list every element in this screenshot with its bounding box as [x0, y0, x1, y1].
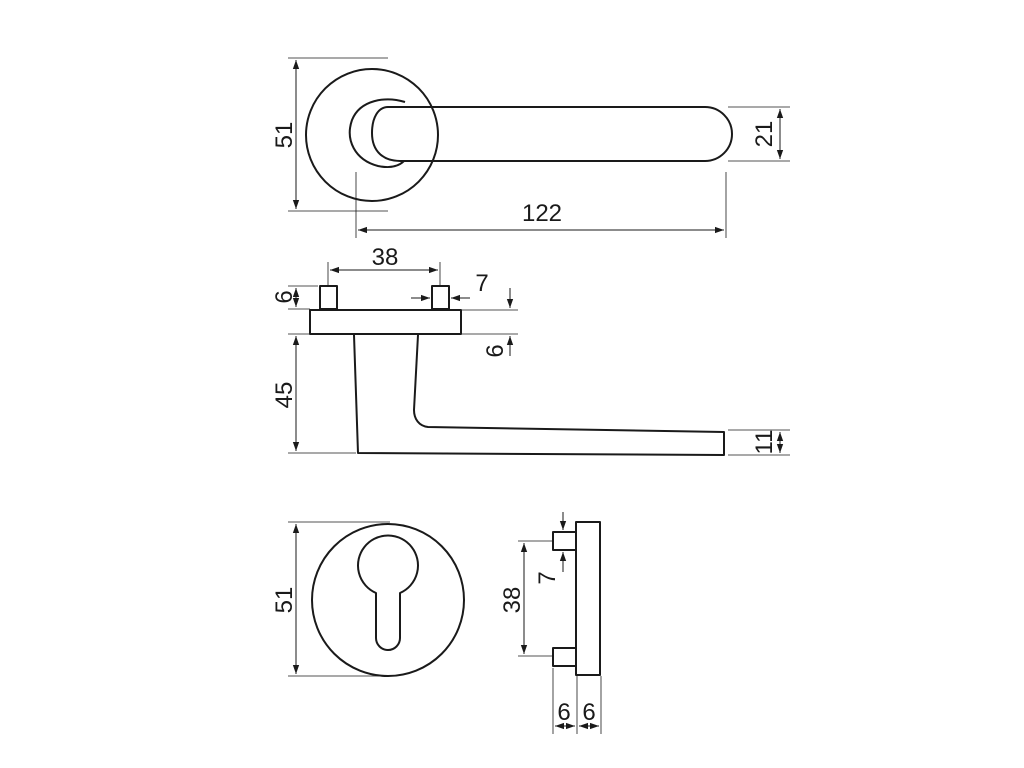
- label-escutcheon-diameter: 51: [271, 587, 298, 614]
- lever-side-view: 38 7 6 6 45 11: [271, 244, 790, 456]
- rose-outline: [305, 68, 439, 202]
- label-grip-height: 21: [751, 121, 778, 148]
- label-escutcheon-pin-width: 7: [534, 571, 561, 584]
- right-pin: [431, 285, 450, 310]
- label-escutcheon-pin-length: 6: [557, 699, 570, 726]
- lever-top-view: 51 21 122: [271, 57, 790, 238]
- label-lever-drop: 45: [271, 382, 298, 409]
- label-escutcheon-pin-spacing: 38: [499, 587, 526, 614]
- top-pin: [552, 531, 577, 551]
- escutcheon-outline: [311, 523, 465, 677]
- left-pin: [319, 285, 338, 310]
- bottom-pin: [552, 647, 577, 667]
- escutcheon-front-view: 51: [271, 521, 465, 677]
- rose-inner-ring: [348, 98, 406, 169]
- label-lever-length: 122: [522, 200, 562, 227]
- base-plate: [309, 309, 462, 335]
- label-grip-thickness: 11: [751, 430, 778, 455]
- lever-profile: [353, 334, 725, 456]
- label-pin-spacing: 38: [372, 244, 399, 271]
- label-pin-width: 7: [475, 270, 488, 297]
- escutcheon-plate: [575, 521, 601, 676]
- label-escutcheon-plate-thickness: 6: [582, 699, 595, 726]
- label-pin-height: 6: [271, 290, 298, 303]
- lever-grip-outline: [371, 106, 733, 162]
- escutcheon-side-view: 38 7 6 6: [499, 512, 602, 734]
- keyhole-profile-cylinder-cutout: [357, 534, 419, 651]
- label-plate-thickness: 6: [482, 344, 509, 357]
- label-rose-diameter: 51: [271, 122, 298, 149]
